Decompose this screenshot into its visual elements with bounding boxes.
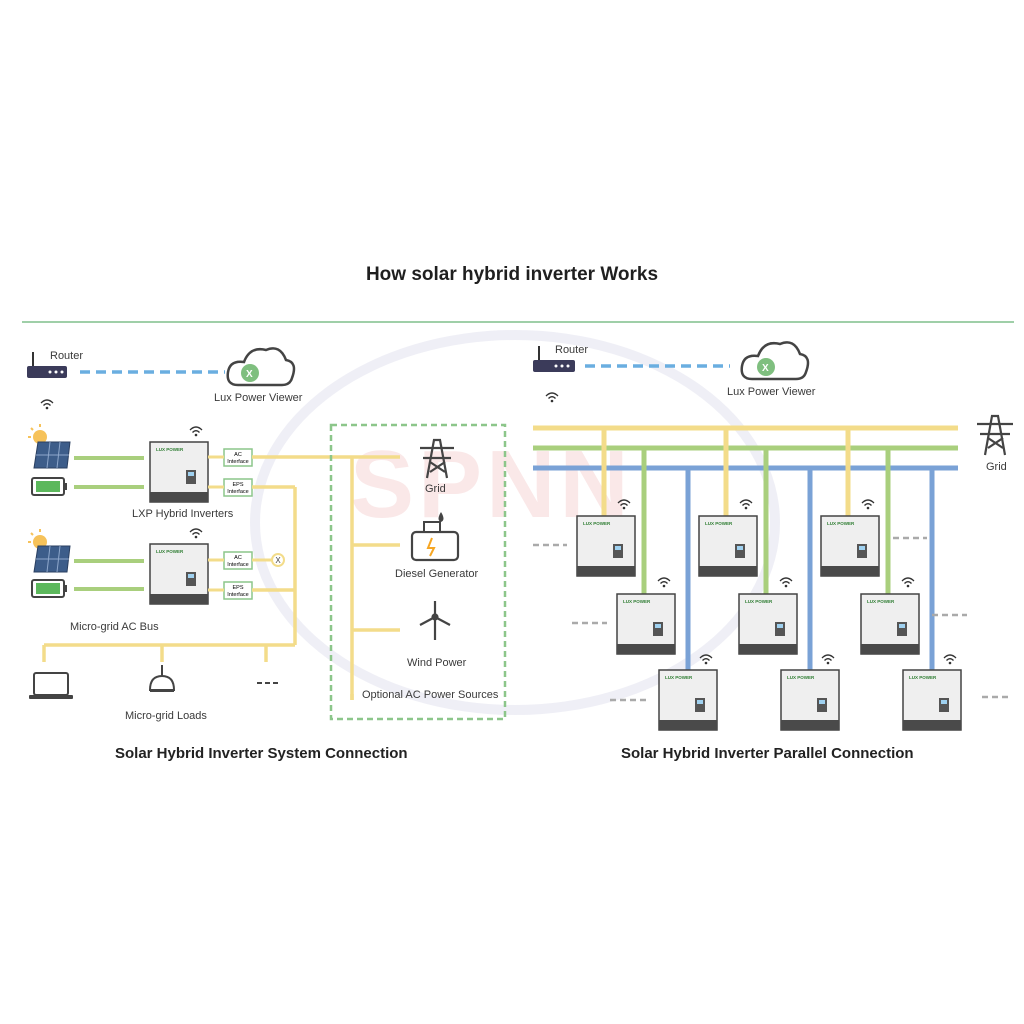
bus-label: Micro-grid AC Bus [70, 621, 159, 633]
optional-sources-box [329, 423, 507, 721]
svg-text:AC: AC [234, 452, 242, 458]
ac-interface-box-1: AC Interface [223, 448, 253, 467]
grid-label-right: Grid [986, 461, 1007, 473]
svg-text:Interface: Interface [227, 592, 248, 598]
solar-panel-icon-2 [33, 545, 71, 573]
eps-interface-box-1: EPS Interface [223, 478, 253, 497]
eps-interface-box-2: EPS Interface [223, 581, 253, 600]
inverter-parallel-6 [860, 593, 920, 655]
svg-text:EPS: EPS [232, 585, 243, 591]
svg-text:AC: AC [234, 555, 242, 561]
grid-tower-icon-right [977, 414, 1013, 456]
inverter-parallel-7 [658, 669, 718, 731]
optional-label: Optional AC Power Sources [362, 689, 499, 701]
sun-icon-1 [28, 424, 47, 444]
battery-icon-2 [31, 579, 67, 598]
laptop-icon [29, 672, 73, 699]
cloud-label-right: Lux Power Viewer [727, 386, 816, 398]
svg-text:Interface: Interface [227, 489, 248, 495]
svg-text:X: X [275, 556, 281, 565]
svg-text:EPS: EPS [232, 482, 243, 488]
svg-text:Interface: Interface [227, 459, 248, 465]
inverter-parallel-3 [820, 515, 880, 577]
router-label-left: Router [50, 350, 84, 362]
lamp-icon [148, 665, 176, 692]
inverter-label: LXP Hybrid Inverters [132, 508, 234, 520]
solar-panel-icon-1 [33, 441, 71, 469]
caption-left: Solar Hybrid Inverter System Connection [115, 745, 408, 762]
router-icon-left [27, 352, 67, 410]
grid-label-left: Grid [425, 483, 446, 495]
inverter-parallel-1 [576, 515, 636, 577]
battery-icon-1 [31, 477, 67, 496]
router-label-right: Router [555, 344, 589, 356]
inverter-parallel-5 [738, 593, 798, 655]
inverter-parallel-8 [780, 669, 840, 731]
inverter-parallel-4 [616, 593, 676, 655]
wind-turbine-icon [419, 601, 451, 640]
diesel-generator-icon [410, 512, 460, 562]
wind-label: Wind Power [407, 657, 467, 669]
inverter-parallel-2 [698, 515, 758, 577]
disconnect-x-icon: X [271, 553, 285, 567]
cloud-icon-left: X [226, 347, 296, 387]
cloud-label-left: Lux Power Viewer [214, 392, 303, 404]
loads-label: Micro-grid Loads [125, 710, 207, 722]
caption-right: Solar Hybrid Inverter Parallel Connectio… [621, 745, 914, 762]
watermark-ring [250, 330, 780, 715]
ac-interface-box-2: AC Interface [223, 551, 253, 570]
continuation-dashes [533, 536, 1008, 702]
page-title: How solar hybrid inverter Works [365, 264, 659, 285]
cloud-icon-right: X [740, 341, 810, 381]
diesel-label: Diesel Generator [395, 568, 479, 580]
inverter-left-1 [149, 441, 209, 503]
svg-text:X: X [762, 363, 769, 374]
inverter-parallel-9 [902, 669, 962, 731]
inverter-left-2 [149, 543, 209, 605]
grid-tower-icon-left [420, 438, 454, 479]
svg-text:X: X [246, 369, 253, 380]
svg-text:Interface: Interface [227, 562, 248, 568]
router-icon-right [533, 346, 575, 403]
